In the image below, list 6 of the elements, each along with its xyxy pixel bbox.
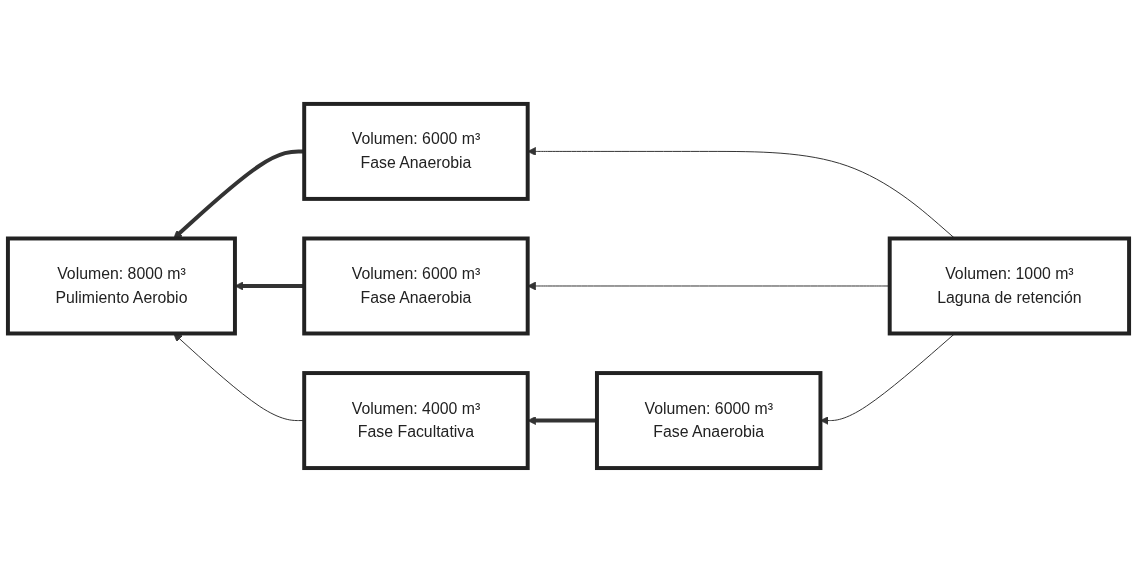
node-box: Volumen: 4000 m³ Fase Facultativa: [302, 370, 530, 470]
node-box: Volumen: 1000 m³ Laguna de retención: [887, 236, 1132, 335]
node-box: Volumen: 6000 m³ Fase Anaerobia: [302, 101, 530, 201]
node-box: Volumen: 6000 m³ Fase Anaerobia: [302, 236, 530, 335]
node-box: Volumen: 8000 m³ Pulimiento Aerobio: [5, 236, 237, 335]
node-box: Volumen: 6000 m³ Fase Anaerobia: [595, 370, 823, 470]
